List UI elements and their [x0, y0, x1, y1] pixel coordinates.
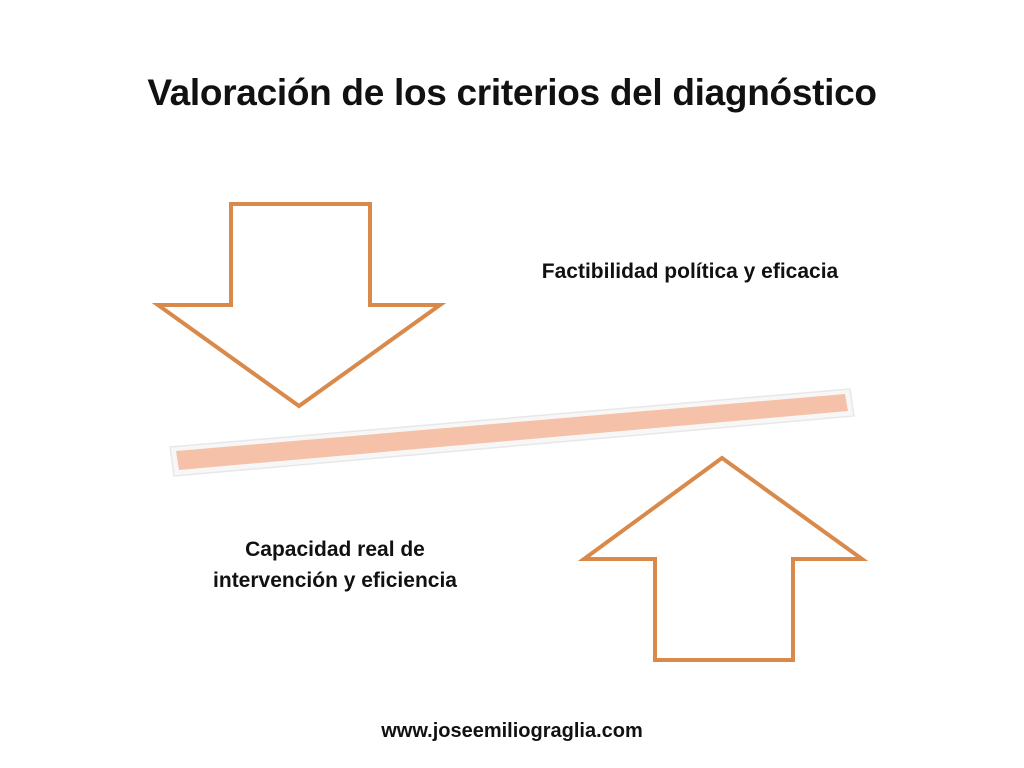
slide-title: Valoración de los criterios del diagnóst… [147, 72, 877, 113]
label-political-feasibility: Factibilidad política y eficacia [541, 260, 839, 283]
balance-beam-fill [176, 394, 848, 470]
down-arrow-icon [151, 202, 447, 409]
up-arrow-icon [577, 455, 869, 662]
label-intervention-capacity: Capacidad real de intervención y eficien… [213, 538, 457, 592]
footer-website-link[interactable]: www.joseemiliograglia.com [381, 720, 643, 742]
